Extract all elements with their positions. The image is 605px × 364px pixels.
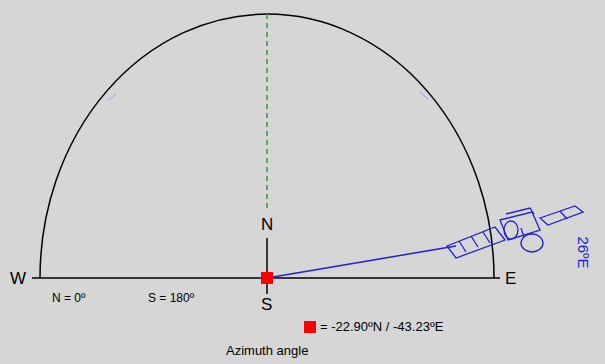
satellite-longitude: 26ºE	[575, 236, 590, 268]
north-dashed-line	[266, 14, 268, 210]
caption: Azimuth angle	[226, 344, 308, 357]
arc-tick	[420, 92, 428, 99]
north-south-line	[266, 238, 268, 294]
azimuth-line	[267, 246, 456, 278]
arc-tick	[108, 94, 116, 100]
compass-label: N	[261, 216, 273, 233]
compass-label: S	[261, 296, 272, 313]
azimuth-note: S = 180º	[148, 292, 194, 304]
legend-swatch	[304, 321, 316, 333]
azimuth-note: N = 0º	[52, 292, 85, 304]
observer-marker	[261, 272, 273, 284]
compass-label: E	[505, 270, 516, 287]
compass-label: W	[10, 270, 26, 287]
satellite-symbol	[447, 206, 583, 258]
legend-text: = -22.90ºN / -43.23ºE	[320, 320, 443, 333]
